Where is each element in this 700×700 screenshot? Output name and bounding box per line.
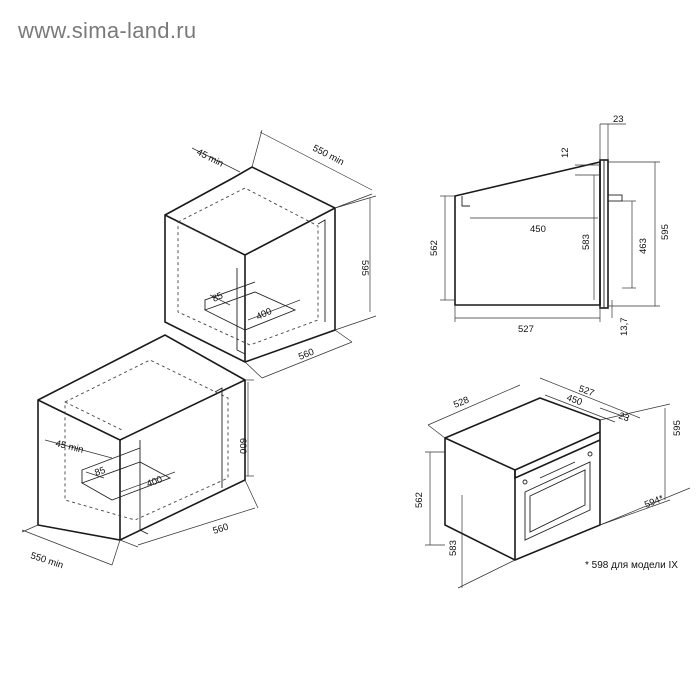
bottom-cabinet-drawing bbox=[37, 334, 246, 541]
dim-side-front-height-label: 595 bbox=[660, 224, 671, 240]
dim-top-vent-width-label: 400 bbox=[255, 306, 274, 323]
top-cabinet-dimensions bbox=[191, 129, 377, 379]
dim-top-vent-depth-label: 85 bbox=[211, 290, 225, 304]
top-cabinet-drawing bbox=[164, 166, 336, 363]
dim-iso-body-height-label: 562 bbox=[414, 492, 425, 508]
dim-side-cavity-height-label: 583 bbox=[581, 234, 592, 250]
dim-side-panel-label: 23 bbox=[613, 114, 624, 125]
dim-side-body-height-label: 562 bbox=[429, 240, 440, 256]
dim-top-depth-label: 550 min bbox=[311, 143, 346, 168]
bottom-cabinet-dimensions bbox=[21, 379, 259, 566]
dim-iso-panel-label: 23 bbox=[617, 410, 631, 424]
iso-oven-dimensions bbox=[425, 377, 691, 589]
dim-iso-width-label: 594* bbox=[643, 493, 666, 511]
dim-top-gap-label: 45 min bbox=[195, 147, 225, 170]
dim-iso-inner-label: 450 bbox=[565, 392, 584, 408]
dim-bottom-vent-width-label: 400 bbox=[145, 474, 164, 490]
dim-bottom-width-label: 560 bbox=[212, 521, 230, 536]
dim-iso-cavity-height-label: 583 bbox=[448, 540, 459, 556]
dim-iso-height-label: 595 bbox=[672, 420, 683, 436]
dim-side-bottom-offset-label: 13,7 bbox=[619, 318, 630, 337]
dim-top-width-label: 560 bbox=[297, 347, 316, 363]
dim-side-offset-label: 12 bbox=[560, 147, 571, 158]
dim-iso-depth-outer-label: 528 bbox=[452, 395, 471, 411]
dim-side-inner-depth-label: 450 bbox=[530, 224, 546, 235]
watermark-text: www.sima-land.ru bbox=[18, 18, 197, 43]
model-note: * 598 для модели IX bbox=[585, 560, 678, 571]
dim-side-total-depth-label: 527 bbox=[518, 324, 534, 335]
side-view-dimensions bbox=[440, 123, 660, 322]
dim-side-door-height-label: 463 bbox=[638, 238, 649, 254]
dim-bottom-vent-depth-label: 85 bbox=[93, 465, 107, 479]
dim-bottom-height-label: 600 bbox=[237, 438, 248, 454]
dim-bottom-gap-label: 45 min bbox=[54, 438, 84, 456]
dim-bottom-depth-label: 550 min bbox=[29, 550, 65, 571]
dim-iso-depth-label: 527 bbox=[577, 383, 596, 399]
dim-top-height-label: 595 bbox=[359, 260, 370, 276]
iso-oven-drawing bbox=[444, 397, 601, 561]
